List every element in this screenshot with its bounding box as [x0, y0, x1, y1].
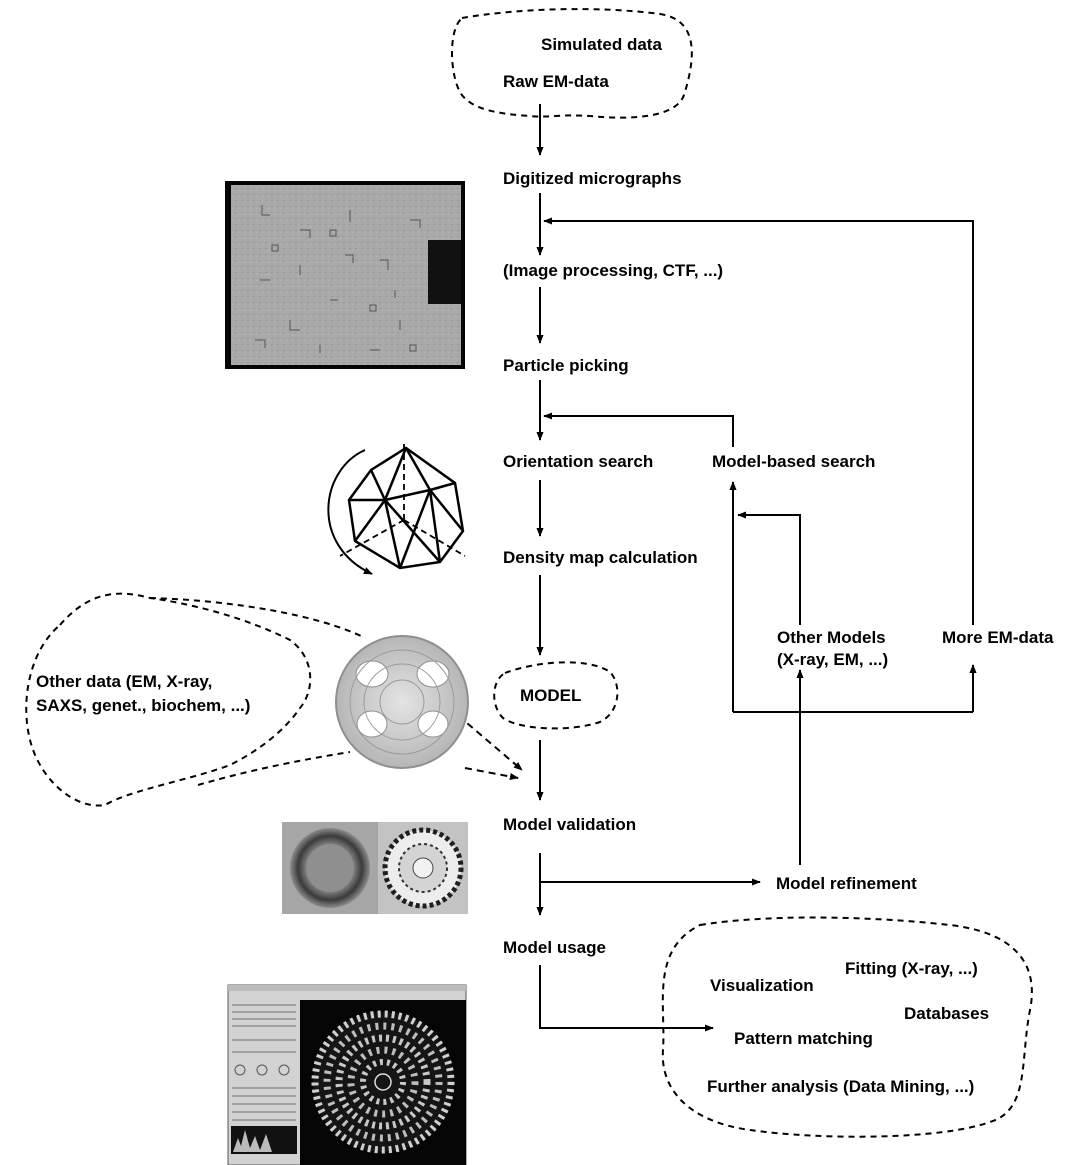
source-data-cloud	[451, 8, 693, 119]
raw-em-data-label: Raw EM-data	[503, 72, 609, 91]
databases-label: Databases	[904, 1004, 989, 1023]
arrow-usage-to-outputs	[539, 965, 714, 1032]
digitized-micrographs-label: Digitized micrographs	[503, 169, 682, 188]
visualization-label: Visualization	[710, 976, 814, 995]
image-processing-label: (Image processing, CTF, ...)	[503, 261, 723, 280]
other-models-label-line1: Other Models	[777, 628, 886, 647]
micrograph-image	[225, 181, 465, 369]
model-refinement-label: Model refinement	[776, 874, 917, 893]
density-map-image	[335, 635, 469, 769]
model-cloud	[493, 661, 619, 730]
other-data-connector-bottom	[197, 751, 351, 786]
arrow-model-search-to-orientation	[543, 412, 734, 447]
further-analysis-label: Further analysis (Data Mining, ...)	[707, 1077, 974, 1096]
other-models-label-line2: (X-ray, EM, ...)	[777, 650, 888, 669]
arrow-other-models-to-model-search	[737, 511, 801, 625]
software-screenshot-image	[227, 984, 467, 1165]
model-usage-label: Model usage	[503, 938, 606, 957]
other-data-label-line2: SAXS, genet., biochem, ...)	[36, 696, 250, 715]
model-validation-label: Model validation	[503, 815, 636, 834]
usage-cloud	[661, 916, 1033, 1138]
projections-image	[282, 822, 468, 914]
simulated-data-label: Simulated data	[541, 35, 662, 54]
other-data-connector-top	[149, 597, 366, 639]
model-based-search-label: Model-based search	[712, 452, 875, 471]
dashed-arrow-other-data	[464, 767, 519, 781]
other-data-label-line1: Other data (EM, X-ray,	[36, 672, 212, 691]
particle-picking-label: Particle picking	[503, 356, 629, 375]
orientation-search-label: Orientation search	[503, 452, 653, 471]
fitting-label: Fitting (X-ray, ...)	[845, 959, 978, 978]
icosahedron-image	[327, 444, 466, 575]
model-label: MODEL	[520, 686, 581, 705]
density-map-calculation-label: Density map calculation	[503, 548, 698, 567]
pattern-matching-label: Pattern matching	[734, 1029, 873, 1048]
arrow-more-data-to-digitized	[543, 217, 974, 625]
more-em-data-label: More EM-data	[942, 628, 1054, 647]
